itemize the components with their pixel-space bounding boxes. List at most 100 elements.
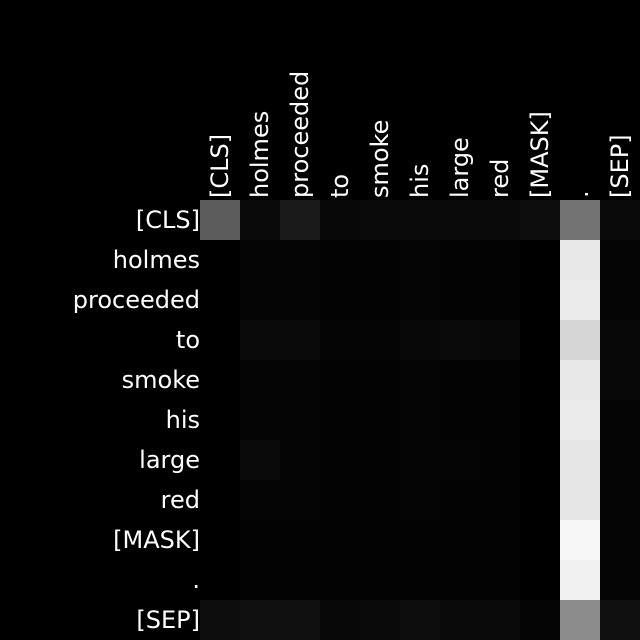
heatmap-cell-r2-c3 [320, 280, 360, 320]
heatmap-cell-r2-c0 [200, 280, 240, 320]
heatmap-cell-r0-c9 [560, 200, 600, 240]
heatmap-cell-r9-c1 [240, 560, 280, 600]
y-tick-label-10: [SEP] [136, 606, 200, 634]
y-tick-label-7: red [161, 486, 200, 514]
heatmap-cell-r9-c7 [480, 560, 520, 600]
heatmap-cell-r6-c4 [360, 440, 400, 480]
heatmap-cell-r4-c9 [560, 360, 600, 400]
heatmap-cell-r1-c6 [440, 240, 480, 280]
heatmap-cell-r8-c9 [560, 520, 600, 560]
x-tick-label-0: [CLS] [206, 134, 234, 198]
x-tick-label-8: [MASK] [526, 111, 554, 198]
heatmap-cell-r5-c3 [320, 400, 360, 440]
heatmap-cell-r3-c6 [440, 320, 480, 360]
heatmap-cell-r2-c2 [280, 280, 320, 320]
heatmap-cell-r4-c7 [480, 360, 520, 400]
heatmap-cell-r3-c5 [400, 320, 440, 360]
y-tick-label-2: proceeded [73, 286, 200, 314]
heatmap-cell-r9-c3 [320, 560, 360, 600]
heatmap-cell-r8-c4 [360, 520, 400, 560]
heatmap-cell-r3-c4 [360, 320, 400, 360]
heatmap-cell-r3-c2 [280, 320, 320, 360]
heatmap-cell-r9-c6 [440, 560, 480, 600]
heatmap-cell-r1-c8 [520, 240, 560, 280]
heatmap-cell-r6-c9 [560, 440, 600, 480]
y-tick-label-9: . [192, 566, 200, 594]
heatmap-cell-r3-c3 [320, 320, 360, 360]
heatmap-cell-r1-c2 [280, 240, 320, 280]
heatmap-cell-r1-c9 [560, 240, 600, 280]
heatmap-cell-r8-c10 [600, 520, 640, 560]
y-tick-label-1: holmes [113, 246, 200, 274]
heatmap-cell-r8-c7 [480, 520, 520, 560]
heatmap-cell-r5-c9 [560, 400, 600, 440]
heatmap-cell-r9-c10 [600, 560, 640, 600]
x-tick-label-2: proceeded [286, 71, 314, 198]
y-tick-label-3: to [176, 326, 200, 354]
heatmap-cell-r10-c4 [360, 600, 400, 640]
heatmap-cell-r4-c2 [280, 360, 320, 400]
heatmap-cell-r0-c3 [320, 200, 360, 240]
heatmap-cell-r0-c0 [200, 200, 240, 240]
heatmap-cell-r10-c5 [400, 600, 440, 640]
heatmap-cell-r8-c6 [440, 520, 480, 560]
x-tick-label-1: holmes [246, 111, 274, 198]
x-tick-label-5: his [406, 164, 434, 198]
heatmap-cell-r5-c2 [280, 400, 320, 440]
heatmap-cell-r4-c1 [240, 360, 280, 400]
heatmap-cell-r7-c0 [200, 480, 240, 520]
heatmap-cell-r9-c2 [280, 560, 320, 600]
heatmap-cell-r8-c5 [400, 520, 440, 560]
heatmap-cell-r7-c2 [280, 480, 320, 520]
heatmap-cell-r5-c7 [480, 400, 520, 440]
heatmap-cell-r5-c4 [360, 400, 400, 440]
y-tick-label-4: smoke [122, 366, 200, 394]
heatmap-cell-r2-c6 [440, 280, 480, 320]
heatmap-cell-r8-c2 [280, 520, 320, 560]
heatmap-cell-r3-c10 [600, 320, 640, 360]
heatmap-cell-r8-c8 [520, 520, 560, 560]
heatmap-cell-r9-c4 [360, 560, 400, 600]
heatmap-cell-r4-c5 [400, 360, 440, 400]
heatmap-cell-r7-c7 [480, 480, 520, 520]
heatmap-cell-r4-c8 [520, 360, 560, 400]
heatmap-cell-r10-c7 [480, 600, 520, 640]
heatmap-cell-r2-c10 [600, 280, 640, 320]
heatmap-cell-r3-c1 [240, 320, 280, 360]
heatmap-cell-r2-c9 [560, 280, 600, 320]
heatmap-cell-r6-c10 [600, 440, 640, 480]
heatmap-cell-r8-c0 [200, 520, 240, 560]
heatmap-cell-r7-c5 [400, 480, 440, 520]
heatmap-cell-r0-c10 [600, 200, 640, 240]
heatmap-cell-r5-c0 [200, 400, 240, 440]
heatmap-cell-r6-c2 [280, 440, 320, 480]
heatmap-cell-r1-c5 [400, 240, 440, 280]
heatmap-cell-r6-c6 [440, 440, 480, 480]
x-tick-label-4: smoke [366, 120, 394, 198]
heatmap-cell-r7-c9 [560, 480, 600, 520]
heatmap-cell-r0-c1 [240, 200, 280, 240]
heatmap-cell-r10-c2 [280, 600, 320, 640]
heatmap-cell-r4-c4 [360, 360, 400, 400]
heatmap-cell-r9-c0 [200, 560, 240, 600]
heatmap-cell-r4-c3 [320, 360, 360, 400]
heatmap-cell-r10-c0 [200, 600, 240, 640]
y-tick-label-0: [CLS] [136, 206, 200, 234]
heatmap-cell-r3-c9 [560, 320, 600, 360]
heatmap-cell-r0-c5 [400, 200, 440, 240]
heatmap-cell-r0-c8 [520, 200, 560, 240]
heatmap-cell-r2-c7 [480, 280, 520, 320]
x-tick-label-9: . [566, 190, 594, 198]
heatmap-cell-r3-c0 [200, 320, 240, 360]
heatmap-cell-r9-c5 [400, 560, 440, 600]
heatmap-cell-r7-c3 [320, 480, 360, 520]
heatmap-cell-r6-c8 [520, 440, 560, 480]
heatmap-cell-r2-c1 [240, 280, 280, 320]
heatmap-cell-r2-c4 [360, 280, 400, 320]
heatmap-cell-r5-c1 [240, 400, 280, 440]
heatmap-cell-r10-c3 [320, 600, 360, 640]
heatmap-cell-r10-c8 [520, 600, 560, 640]
y-tick-label-8: [MASK] [113, 526, 200, 554]
heatmap-cell-r5-c10 [600, 400, 640, 440]
